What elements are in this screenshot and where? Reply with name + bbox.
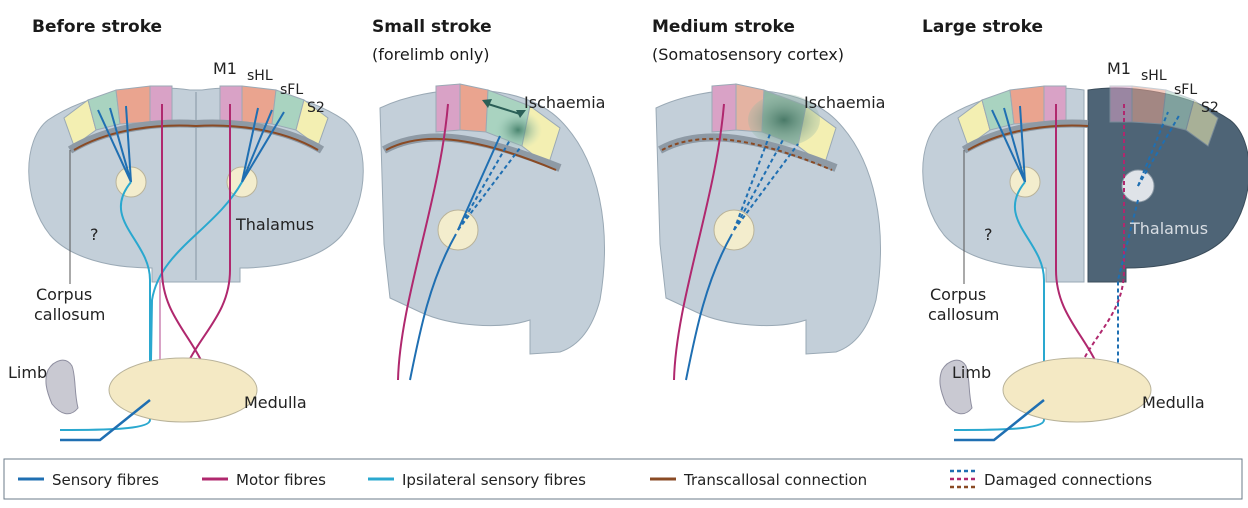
label-limb: Limb xyxy=(8,363,47,382)
label-shl: sHL xyxy=(1141,68,1167,84)
limb-icon xyxy=(46,360,78,414)
panel-title: Before stroke xyxy=(32,17,162,37)
label-callosum: callosum xyxy=(34,305,105,324)
label-thalamus: Thalamus xyxy=(1129,219,1208,238)
panel-small-stroke: Small stroke (forelimb only) Ischaemia xyxy=(372,17,605,380)
medulla xyxy=(1003,358,1151,422)
label-sfl: sFL xyxy=(280,82,303,98)
panel-title: Medium stroke xyxy=(652,17,795,37)
label-s2: S2 xyxy=(1201,100,1219,116)
panel-subtitle: (forelimb only) xyxy=(372,45,490,64)
label-medulla: Medulla xyxy=(1142,393,1205,412)
panel-medium-stroke: Medium stroke (Somatosensory cortex) Isc… xyxy=(652,17,885,380)
legend: Sensory fibres Motor fibres Ipsilateral … xyxy=(4,459,1242,499)
medulla xyxy=(109,358,257,422)
svg-text:Ipsilateral sensory fibres: Ipsilateral sensory fibres xyxy=(402,471,586,489)
svg-text:Transcallosal connection: Transcallosal connection xyxy=(683,471,867,489)
label-m1: M1 xyxy=(1107,59,1131,78)
label-corpus: Corpus xyxy=(36,285,92,304)
svg-text:Damaged connections: Damaged connections xyxy=(984,471,1152,489)
label-sfl: sFL xyxy=(1174,82,1197,98)
label-corpus: Corpus xyxy=(930,285,986,304)
label-shl: sHL xyxy=(247,68,273,84)
panel-large-stroke: Large stroke xyxy=(922,17,1248,440)
svg-text:Motor fibres: Motor fibres xyxy=(236,471,326,489)
label-question: ? xyxy=(90,225,99,244)
label-thalamus: Thalamus xyxy=(235,215,314,234)
label-s2: S2 xyxy=(307,100,325,116)
label-m1: M1 xyxy=(213,59,237,78)
label-medulla: Medulla xyxy=(244,393,307,412)
panel-title: Large stroke xyxy=(922,17,1043,37)
label-limb: Limb xyxy=(952,363,991,382)
panel-subtitle: (Somatosensory cortex) xyxy=(652,45,844,64)
panel-title: Small stroke xyxy=(372,17,492,37)
label-callosum: callosum xyxy=(928,305,999,324)
label-ischaemia: Ischaemia xyxy=(804,93,885,112)
panel-before-stroke: Before stroke xyxy=(8,17,363,440)
label-question: ? xyxy=(984,225,993,244)
svg-text:Sensory fibres: Sensory fibres xyxy=(52,471,159,489)
label-ischaemia: Ischaemia xyxy=(524,93,605,112)
